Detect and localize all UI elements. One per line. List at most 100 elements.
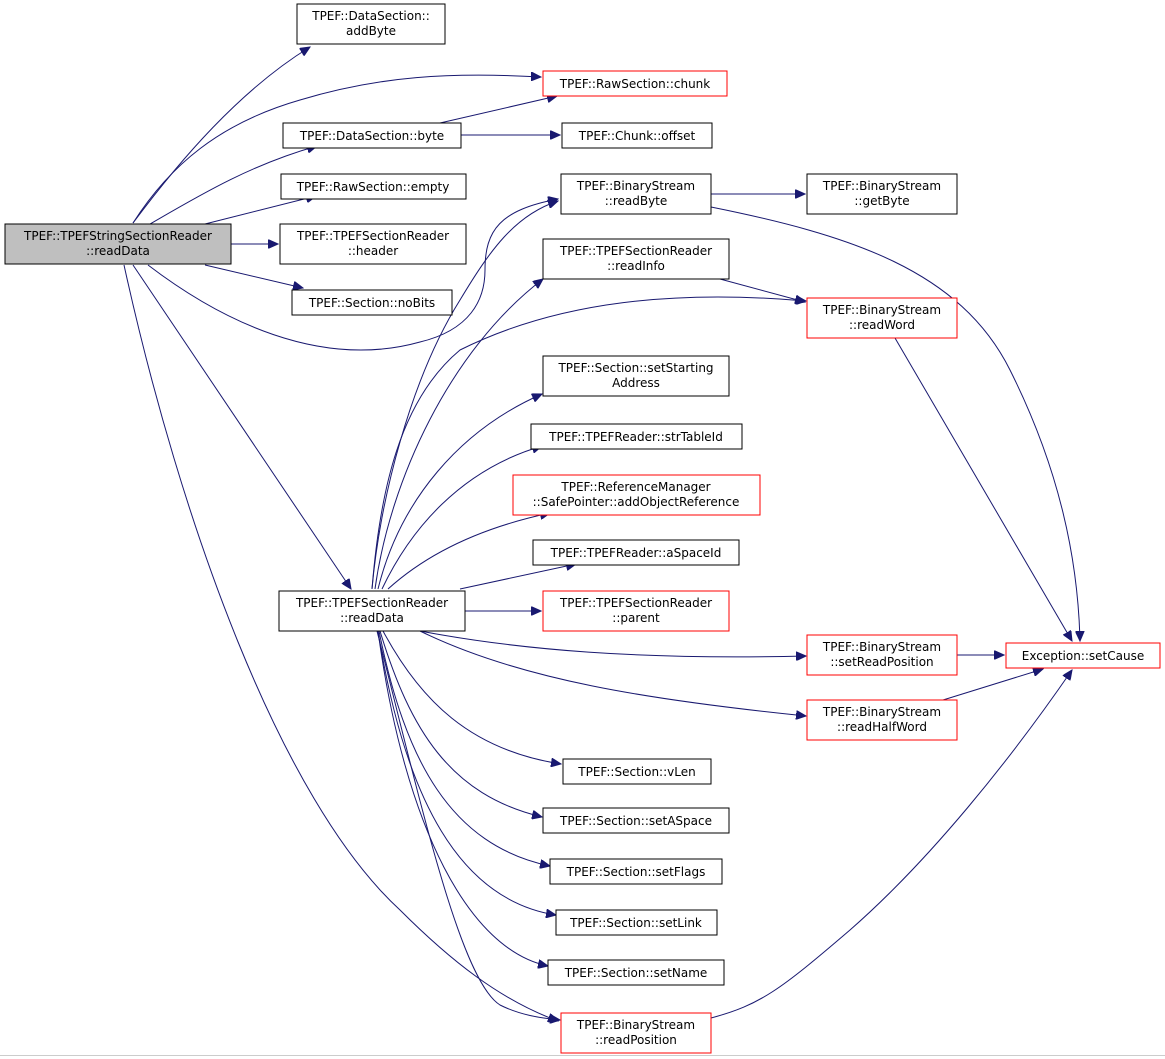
node-section-setname[interactable]: TPEF::Section::setName xyxy=(547,959,725,986)
edge-root-byte xyxy=(149,146,317,225)
node-label-line: ::getByte xyxy=(854,194,909,208)
edge-readhalfword-setcause xyxy=(942,669,1043,701)
node-label-line: TPEF::Chunk::offset xyxy=(578,129,696,143)
node-label-line: ::header xyxy=(348,244,398,258)
node-chunk-offset[interactable]: TPEF::Chunk::offset xyxy=(561,122,713,149)
edge-rd-aspaceid xyxy=(459,564,576,590)
node-section-nobits[interactable]: TPEF::Section::noBits xyxy=(291,289,453,316)
node-label-line: ::readWord xyxy=(849,318,915,332)
node-label-line: TPEF::TPEFSectionReader xyxy=(559,244,712,258)
node-label-line: Address xyxy=(612,376,660,390)
node-tpefsectionreader-readinfo[interactable]: TPEF::TPEFSectionReader ::readInfo xyxy=(542,238,730,280)
node-section-setlink[interactable]: TPEF::Section::setLink xyxy=(555,909,718,936)
node-binarystream-readposition[interactable]: TPEF::BinaryStream ::readPosition xyxy=(560,1012,712,1054)
node-rawsection-empty[interactable]: TPEF::RawSection::empty xyxy=(280,173,467,200)
edge-root-readbyte xyxy=(147,199,558,351)
node-label-line: ::parent xyxy=(612,611,660,625)
node-section-vlen[interactable]: TPEF::Section::vLen xyxy=(562,758,712,785)
node-section-setaspace[interactable]: TPEF::Section::setASpace xyxy=(542,807,730,834)
node-label-line: TPEF::ReferenceManager xyxy=(560,480,710,494)
node-label-line: TPEF::Section::setStarting xyxy=(557,361,713,375)
edge-readbyte-setcause xyxy=(710,206,1080,641)
node-binarystream-readhalfword[interactable]: TPEF::BinaryStream ::readHalfWord xyxy=(806,699,958,741)
node-section-setstartingaddress[interactable]: TPEF::Section::setStarting Address xyxy=(542,355,730,397)
edge-rd-setstarting xyxy=(377,394,542,590)
edge-root-chunk xyxy=(132,75,541,224)
node-label-line: TPEF::BinaryStream xyxy=(822,179,941,193)
node-label-line: ::readData xyxy=(86,244,150,258)
edge-rd-setflags xyxy=(378,630,550,866)
node-binarystream-getbyte[interactable]: TPEF::BinaryStream ::getByte xyxy=(806,173,958,215)
edge-rd-setaspace xyxy=(379,630,542,817)
node-label-line: TPEF::RawSection::chunk xyxy=(559,77,711,91)
node-label-line: ::readPosition xyxy=(595,1033,677,1047)
node-label-line: TPEF::TPEFReader::aSpaceId xyxy=(550,546,722,560)
edge-root-addbyte xyxy=(132,47,310,224)
node-label-line: TPEF::RawSection::empty xyxy=(296,180,450,194)
node-label-line: TPEF::TPEFSectionReader xyxy=(559,596,712,610)
edge-root-empty xyxy=(204,196,316,225)
edge-rd-addobj xyxy=(387,513,550,590)
edges xyxy=(123,47,1080,1021)
node-referencemanager-addobjectreference[interactable]: TPEF::ReferenceManager ::SafePointer::ad… xyxy=(512,474,761,516)
node-label-line: TPEF::Section::noBits xyxy=(308,296,435,310)
edge-root-readdata xyxy=(132,264,351,589)
edge-rd-readinfo xyxy=(374,279,543,590)
node-label-line: ::readInfo xyxy=(607,259,665,273)
node-label-line: TPEF::TPEFStringSectionReader xyxy=(23,229,212,243)
node-datasection-addbyte[interactable]: TPEF::DataSection:: addByte xyxy=(296,3,446,45)
node-exception-setcause[interactable]: Exception::setCause xyxy=(1005,642,1161,669)
node-rawsection-chunk[interactable]: TPEF::RawSection::chunk xyxy=(542,70,728,97)
node-datasection-byte[interactable]: TPEF::DataSection::byte xyxy=(282,122,462,149)
edge-readpos-setcause xyxy=(710,670,1072,1019)
node-label-line: ::SafePointer::addObjectReference xyxy=(533,495,740,509)
edge-rd-readpos xyxy=(376,630,560,1020)
edge-rd-vlen xyxy=(382,630,561,764)
node-label-line: TPEF::DataSection:: xyxy=(311,9,430,23)
node-label-line: ::readData xyxy=(340,611,404,625)
node-label-line: TPEF::DataSection::byte xyxy=(299,129,444,143)
node-label-line: TPEF::Section::vLen xyxy=(577,765,695,779)
node-label-line: TPEF::BinaryStream xyxy=(576,1018,695,1032)
edge-rd-readword xyxy=(371,297,806,590)
edge-rd-setreadpos xyxy=(419,630,806,657)
node-label-line: addByte xyxy=(346,24,396,38)
node-root-readdata[interactable]: TPEF::TPEFStringSectionReader ::readData xyxy=(4,223,232,265)
node-tpefreader-aspaceid[interactable]: TPEF::TPEFReader::aSpaceId xyxy=(532,539,740,566)
node-label-line: ::readHalfWord xyxy=(837,720,927,734)
node-tpefreader-strtableid[interactable]: TPEF::TPEFReader::strTableId xyxy=(530,423,743,450)
node-tpefsectionreader-readdata[interactable]: TPEF::TPEFSectionReader ::readData xyxy=(278,590,466,632)
node-label-line: TPEF::BinaryStream xyxy=(822,705,941,719)
node-label-line: ::setReadPosition xyxy=(830,655,933,669)
edge-rd-setlink xyxy=(377,630,556,915)
edge-root-readpos xyxy=(123,264,558,1021)
node-label-line: TPEF::Section::setFlags xyxy=(566,865,706,879)
edge-rd-strtableid xyxy=(381,446,542,590)
node-label-line: TPEF::Section::setName xyxy=(564,966,708,980)
node-tpefsectionreader-header[interactable]: TPEF::TPEFSectionReader ::header xyxy=(279,223,467,265)
edge-rd-readbyte xyxy=(371,201,558,590)
node-binarystream-readbyte[interactable]: TPEF::BinaryStream ::readByte xyxy=(560,173,712,215)
edge-rd-readhalfword xyxy=(419,630,806,716)
node-label-line: TPEF::BinaryStream xyxy=(822,303,941,317)
edge-byte-chunk xyxy=(439,96,557,124)
node-label-line: TPEF::TPEFReader::strTableId xyxy=(548,430,723,444)
bottom-divider xyxy=(0,1055,1165,1056)
node-section-setflags[interactable]: TPEF::Section::setFlags xyxy=(549,858,723,885)
node-label-line: TPEF::BinaryStream xyxy=(576,179,695,193)
node-label-line: TPEF::BinaryStream xyxy=(822,640,941,654)
node-binarystream-setreadposition[interactable]: TPEF::BinaryStream ::setReadPosition xyxy=(806,634,958,676)
node-label-line: TPEF::TPEFSectionReader xyxy=(295,596,448,610)
node-label-line: TPEF::Section::setLink xyxy=(569,916,702,930)
node-label-line: TPEF::Section::setASpace xyxy=(559,814,712,828)
edge-rd-setname xyxy=(377,630,548,966)
node-label-line: ::readByte xyxy=(605,194,668,208)
node-tpefsectionreader-parent[interactable]: TPEF::TPEFSectionReader ::parent xyxy=(542,590,730,632)
edge-readword-setcause xyxy=(894,337,1072,641)
edge-root-nobits xyxy=(204,264,303,288)
node-label-line: TPEF::TPEFSectionReader xyxy=(296,229,449,243)
node-label-line: Exception::setCause xyxy=(1022,649,1144,663)
edge-readinfo-readword xyxy=(719,278,805,302)
node-binarystream-readword[interactable]: TPEF::BinaryStream ::readWord xyxy=(806,297,958,339)
